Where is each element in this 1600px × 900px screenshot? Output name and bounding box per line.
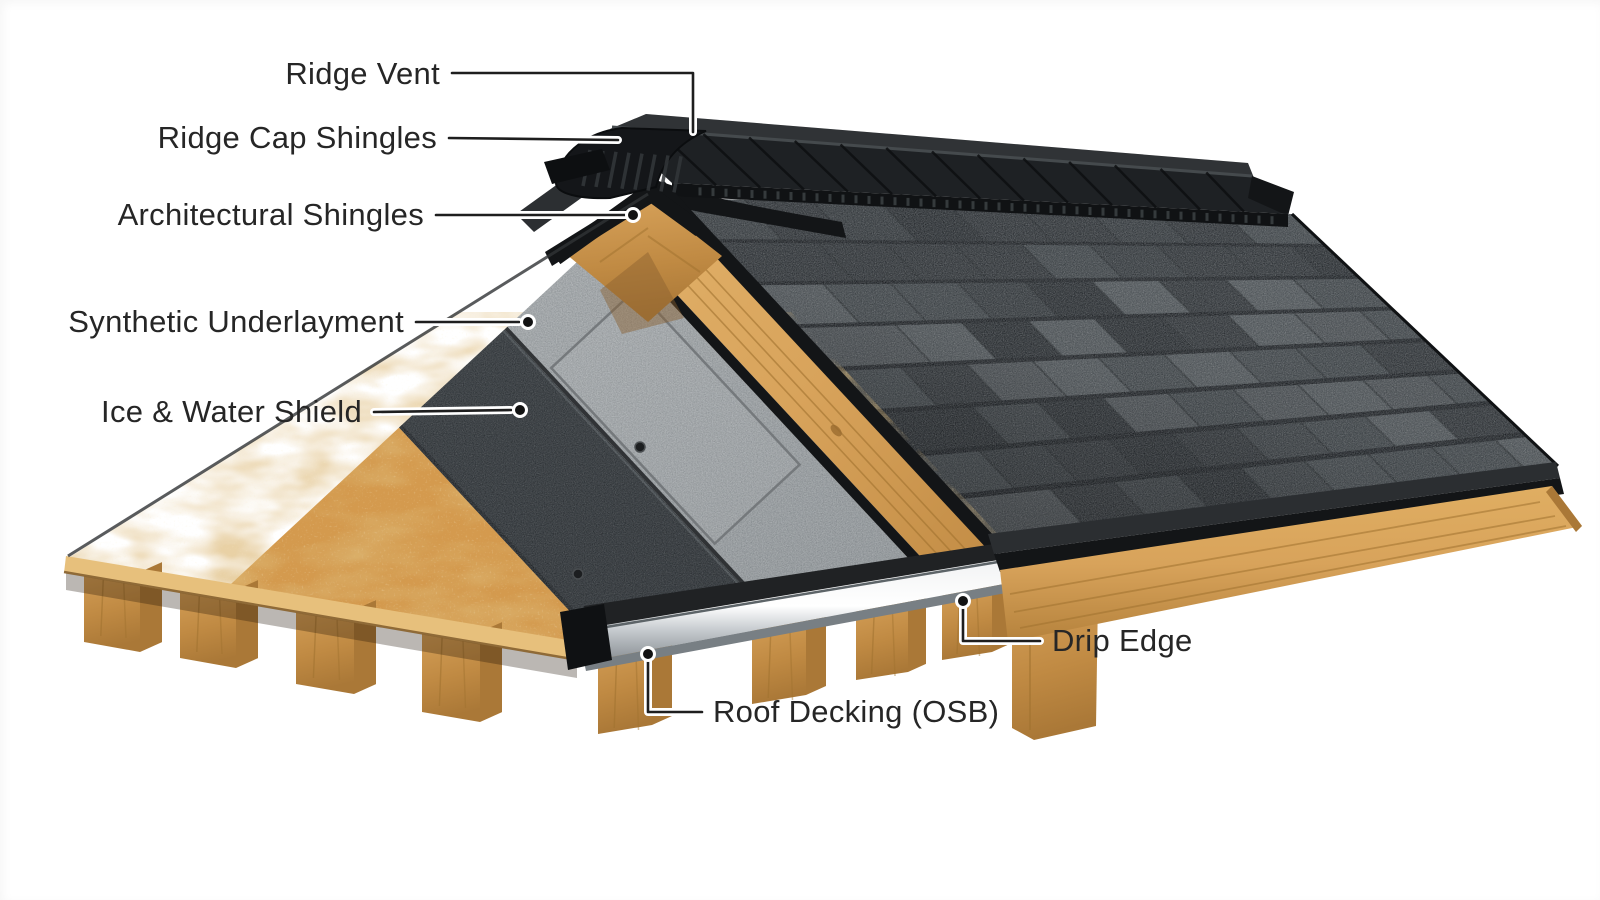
label-ridge-vent: Ridge Vent xyxy=(285,56,440,91)
ridge-vent-slot xyxy=(672,183,1288,227)
leader-lines xyxy=(370,69,1044,716)
drip-edge xyxy=(560,544,1006,671)
cut-edge xyxy=(67,192,649,558)
label-ice-water-shield: Ice & Water Shield xyxy=(101,394,362,429)
back-roof-plane xyxy=(610,114,1254,178)
label-architectural-shingles: Architectural Shingles xyxy=(117,197,424,232)
ridge-cap-shingles xyxy=(611,125,1294,216)
label-synthetic-underlayment: Synthetic Underlayment xyxy=(68,304,404,339)
label-roof-decking: Roof Decking (OSB) xyxy=(713,694,1000,729)
label-drip-edge: Drip Edge xyxy=(1052,623,1193,658)
fascia xyxy=(988,462,1582,642)
label-ridge-cap-shingles: Ridge Cap Shingles xyxy=(157,120,437,155)
